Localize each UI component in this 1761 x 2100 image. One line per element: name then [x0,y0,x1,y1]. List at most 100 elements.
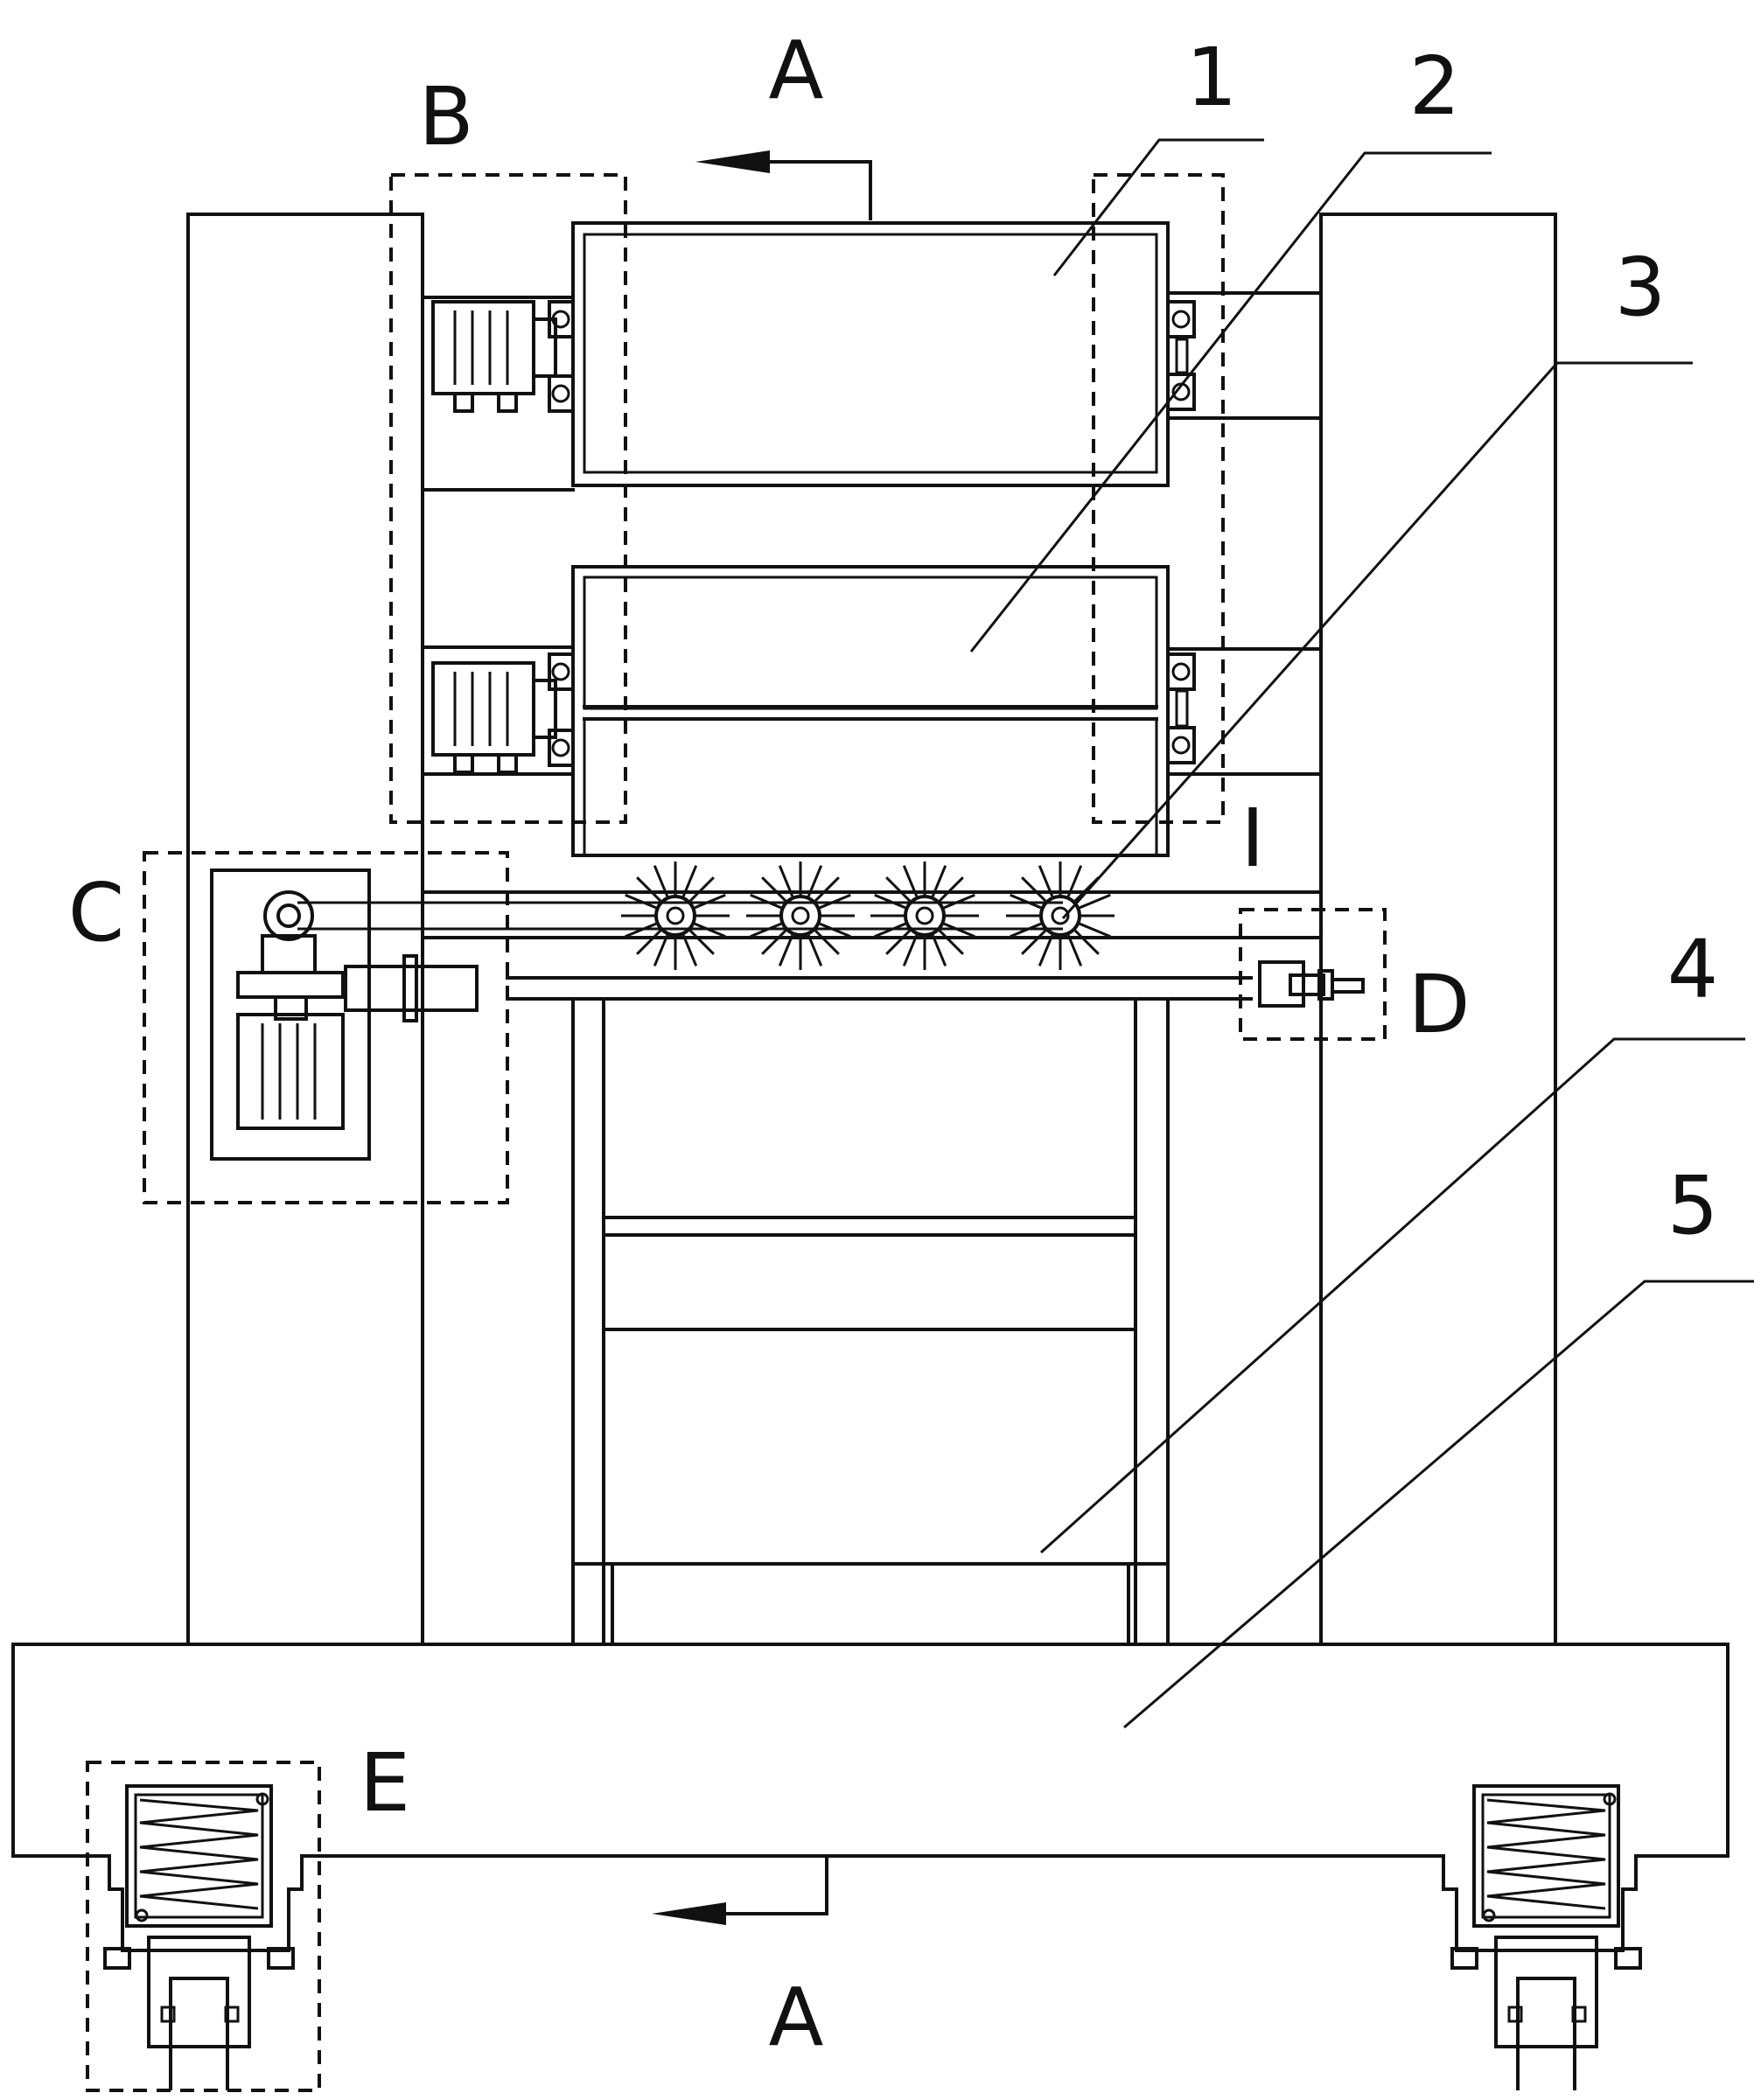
right-pin [1258,960,1365,1008]
detail-box-d [1239,908,1387,1041]
caster-pin [1482,1908,1496,1922]
brush-bristle [819,893,851,910]
caster-flange [1614,1947,1642,1970]
brush-axle [1051,906,1070,925]
brush-bristle [902,865,919,897]
caster-housing [125,1784,273,1928]
caster-fork [1494,1936,1598,2048]
brush-bristle [694,922,726,938]
brush-bristle [1073,929,1100,955]
brush-bristle [1066,934,1083,966]
brush-bristle [1021,929,1047,955]
brush-bristle [819,922,851,938]
brush-bristle [943,922,975,938]
brush-bristle [807,934,823,966]
lower-roller-right-bearing [1166,647,1323,776]
brush-rail [297,890,1323,1001]
detail-box-b-right [1092,173,1225,824]
brush-bristle [750,922,782,938]
brush-hub [904,895,946,937]
caster-axle [224,2006,240,2023]
brush-bristle [1079,893,1111,910]
caster-axle [1507,2006,1523,2023]
brush-bristle [902,934,919,966]
brush-hub [1039,895,1081,937]
brush-bristle [1010,893,1042,910]
brush-bristle [778,865,794,897]
brush-bristle [931,934,947,966]
label-part-5: 5 [1667,1159,1719,1252]
section-arrow-top [695,150,872,220]
leader-lines [969,138,1754,1729]
brush-bristle [688,876,715,903]
detail-box-b [389,173,627,824]
caster-pin [255,1792,269,1806]
caster-right [1450,1784,1642,2090]
caster-pin [1603,1792,1617,1806]
lower-roller-box [571,565,1170,857]
brush-hub [779,895,821,937]
brush-bristle [750,893,782,910]
brush-axle [915,906,934,925]
brush-bristle [943,893,975,910]
brush-bristle [681,865,698,897]
caster-flange [1450,1947,1478,1970]
label-section-a-bottom: A [769,1971,824,2064]
brush-bristle [1021,876,1047,903]
label-detail-i: I [1240,792,1264,885]
lower-roller-left-motor [421,645,575,776]
caster-housing [1472,1784,1620,1928]
brush-bristle [694,893,726,910]
label-part-2: 2 [1409,39,1461,133]
brush-bristle [653,934,669,966]
caster-spring [139,1798,259,1910]
label-part-4: 4 [1667,923,1719,1016]
caster-left [103,1784,295,2090]
brush-bristle [681,934,698,966]
upper-roller-right-bearing [1166,291,1323,420]
brush-bristle [636,929,662,955]
brush-bristle [778,934,794,966]
caster-wheel [1516,1977,1576,2090]
caster-spring [1486,1798,1606,1910]
brush-bristle [636,876,662,903]
upper-roller-left-motor [421,213,575,492]
label-detail-c: C [68,866,124,959]
brush-bristle [885,929,912,955]
brush-bristle [761,929,787,955]
brush-rollers [621,862,1115,970]
label-part-3: 3 [1615,241,1667,334]
base-plate [11,1643,1730,1952]
brush-bristle [625,893,657,910]
caster-fork [147,1936,251,2048]
section-arrow-bottom [652,1854,828,1925]
brush-roller-1 [621,862,730,970]
brush-bristle [874,922,906,938]
table-stand [571,997,1170,1646]
brush-bristle [1038,865,1054,897]
caster-flange [103,1947,131,1970]
brush-bristle [688,929,715,955]
drive-assembly [210,869,479,1161]
brush-bristle [807,865,823,897]
brush-bristle [814,929,840,955]
caster-axle [160,2006,176,2023]
brush-bristle [874,893,906,910]
brush-bristle [938,929,964,955]
right-column [1319,213,1557,1646]
brush-bristle [938,876,964,903]
label-detail-b: B [418,70,473,164]
label-part-1: 1 [1186,31,1238,124]
label-section-a-top: A [769,24,824,117]
brush-bristle [931,865,947,897]
caster-flange [267,1947,295,1970]
label-detail-e: E [360,1736,410,1830]
label-detail-d: D [1408,958,1471,1051]
brush-bristle [625,922,657,938]
caster-pin [135,1908,149,1922]
brush-bristle [653,865,669,897]
caster-wheel [169,1977,229,2090]
upper-roller-box [571,221,1170,487]
brush-hub [654,895,696,937]
